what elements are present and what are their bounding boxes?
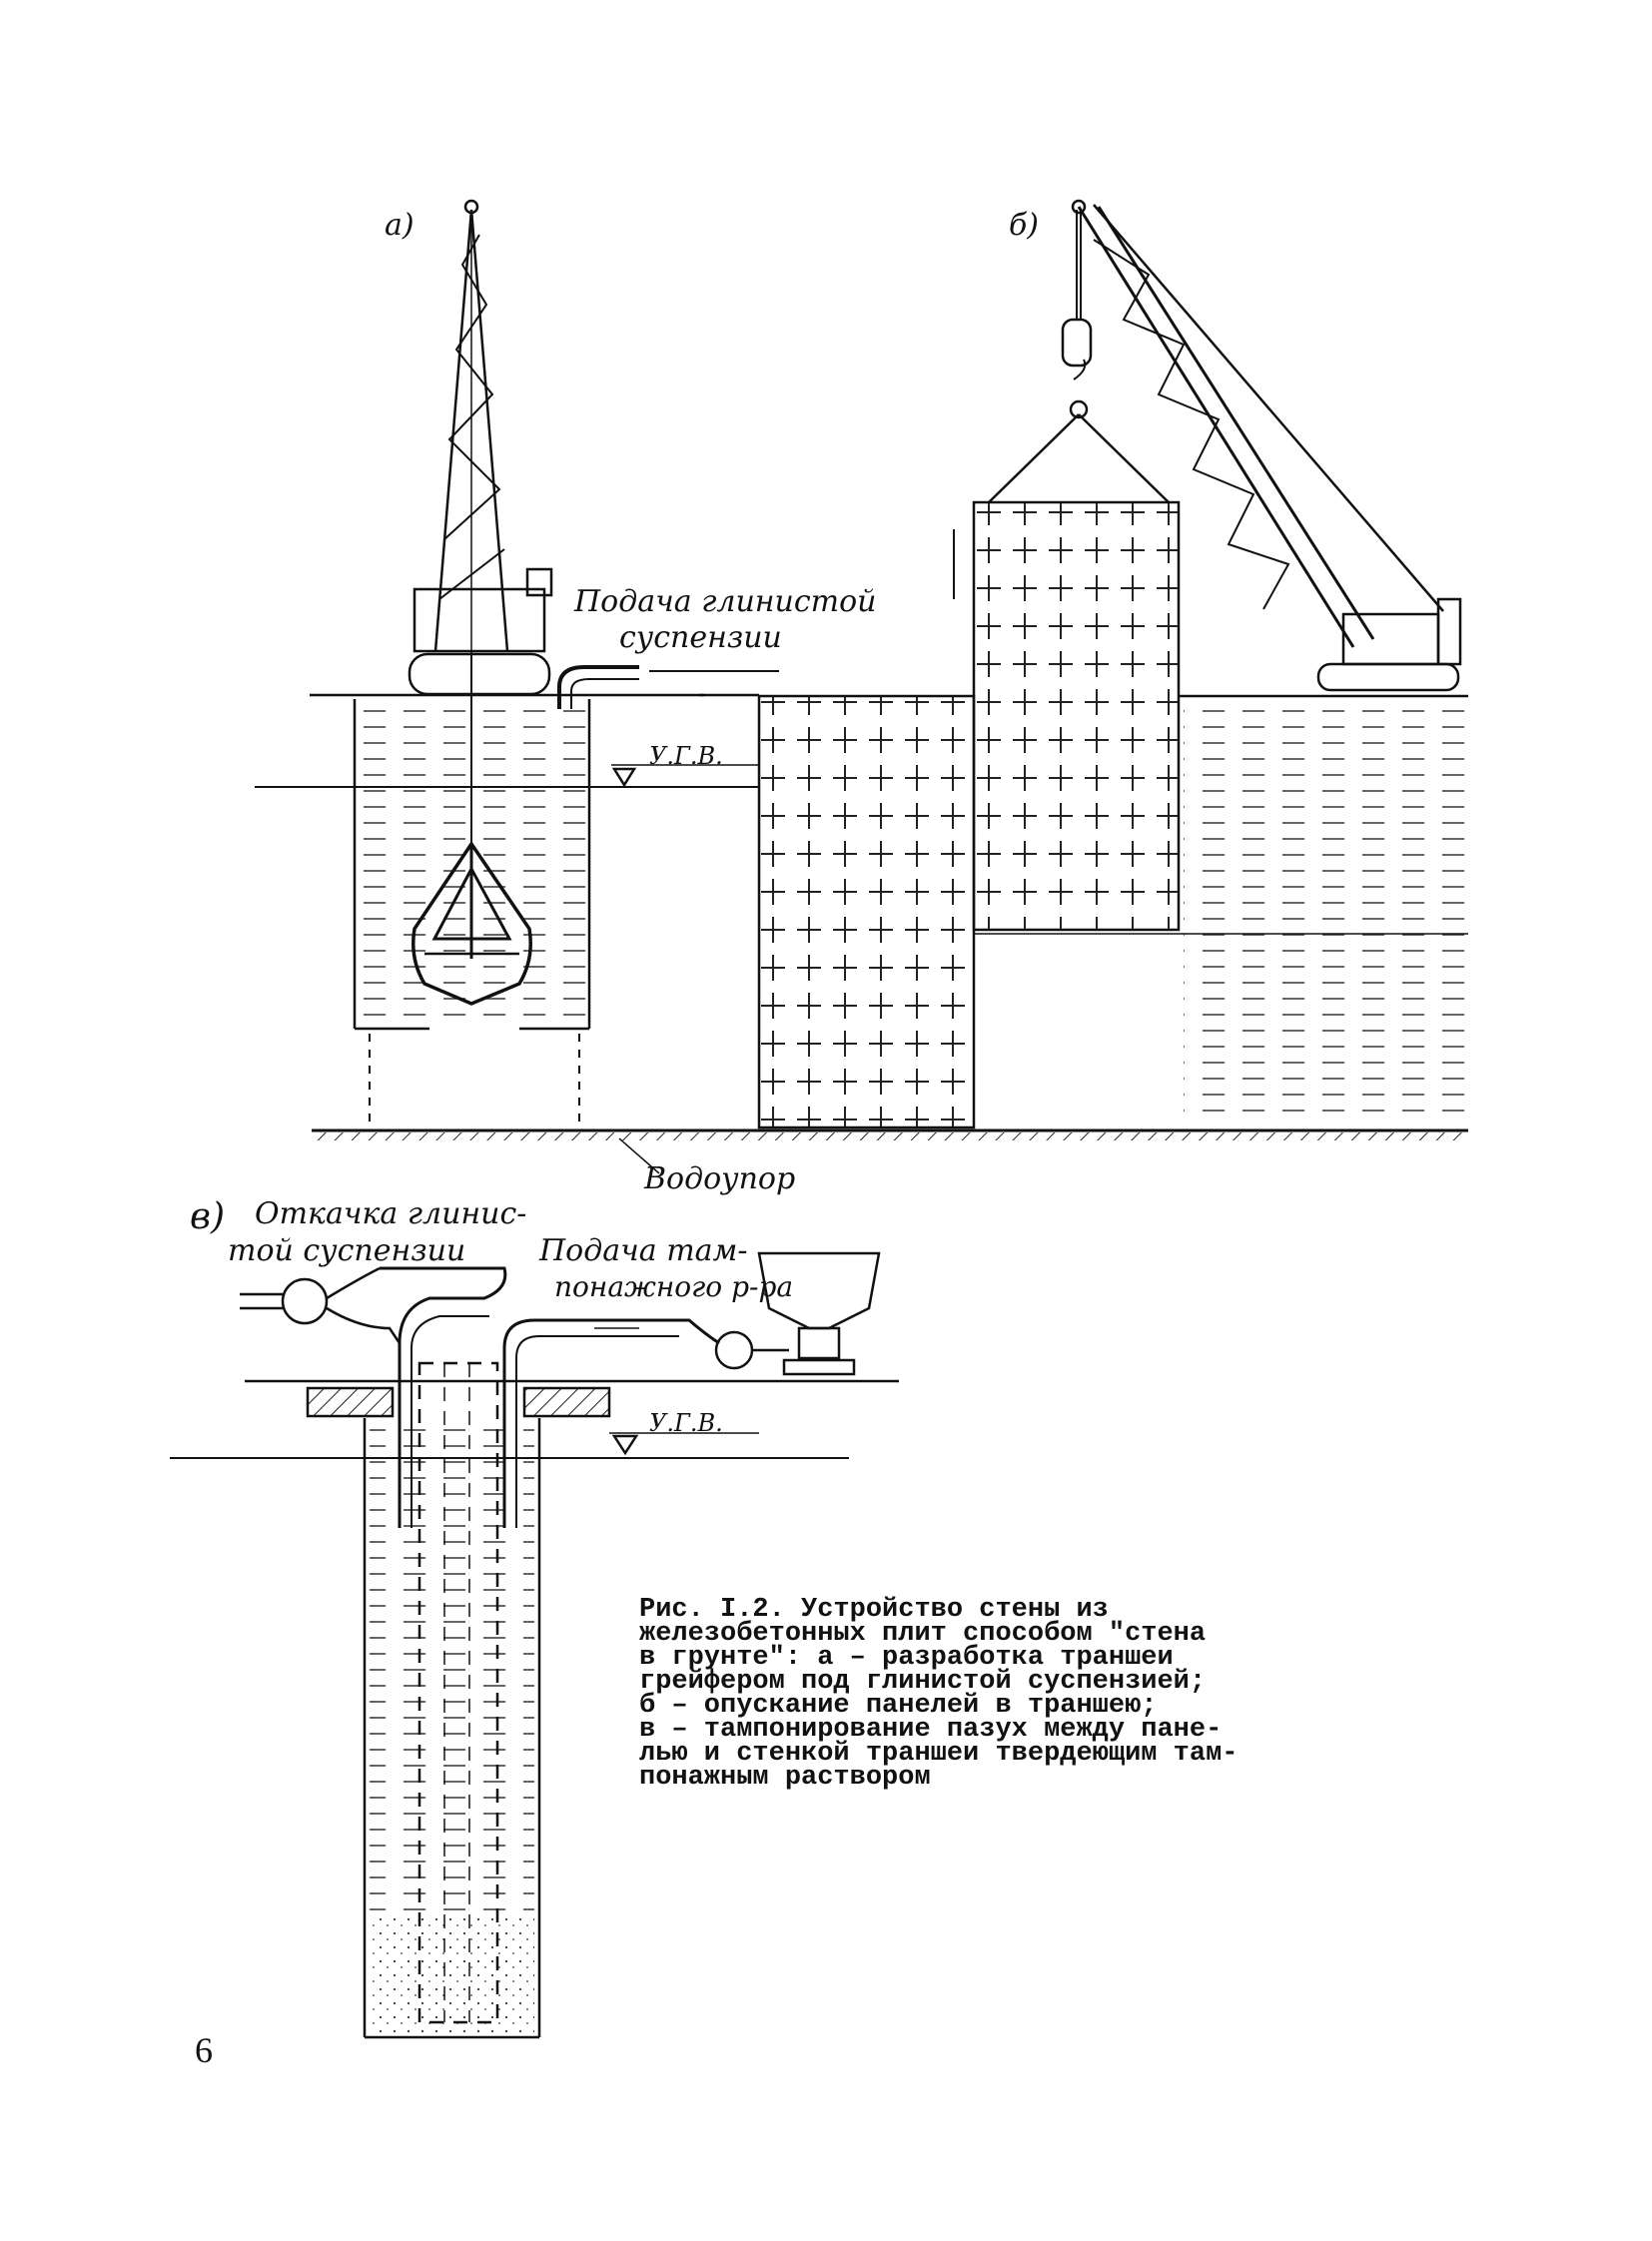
supply-clay-label-line2: суспензии (619, 620, 782, 655)
supply-grout-label-line2: понажного р-ра (554, 1270, 793, 1303)
crane-cab-a (413, 587, 546, 653)
water-level-label-a: У.Г.В. (649, 742, 723, 770)
grout-fill (370, 1917, 534, 2032)
panel-a-drawing (255, 199, 779, 1174)
water-level-label-v: У.Г.В. (649, 1409, 723, 1437)
pumpout-pipe (380, 1266, 507, 1528)
water-level-marker-v (611, 1434, 639, 1456)
slurry-fill-b (1184, 699, 1468, 1123)
sling-left (988, 413, 1080, 503)
crane-base-a (408, 652, 551, 696)
panel-being-lowered (972, 500, 1181, 932)
hook-block (1061, 318, 1093, 368)
crane-boom-b (1077, 206, 1355, 648)
panel-in-trench (417, 1361, 499, 2024)
panel-v-drawing (170, 1251, 899, 2039)
mast-tip-a (463, 199, 479, 215)
clamshell-grab (412, 840, 532, 1006)
installed-panels (757, 694, 976, 1129)
boom-tip-b (1071, 199, 1087, 215)
page-number: 6 (195, 2030, 213, 2070)
aquiclude-label: Водоупор (643, 1161, 795, 1196)
water-level-marker-a (611, 767, 637, 788)
pumpout-label-line2: той суспензии (228, 1233, 465, 1268)
label-v: в) (190, 1196, 225, 1237)
label-a: а) (385, 208, 414, 243)
supply-grout-label-line1: Подача там- (538, 1233, 748, 1268)
pump-left (281, 1277, 329, 1325)
pump-right (714, 1330, 754, 1370)
figure-caption: Рис. I.2. Устройство стены из железобето… (639, 1595, 1239, 1793)
crane-tracks-b (1316, 662, 1460, 692)
pumpout-label-line1: Откачка глинис- (255, 1196, 526, 1231)
supply-clay-label-line1: Подача глинистой (573, 584, 877, 619)
crane-cab-b (1341, 612, 1440, 666)
label-b: б) (1009, 208, 1039, 243)
slurry-supply-pipe-a (557, 665, 639, 709)
sling-right (1078, 413, 1170, 503)
grout-supply-pipe (502, 1318, 720, 1528)
panel-b-drawing (757, 199, 1468, 1140)
